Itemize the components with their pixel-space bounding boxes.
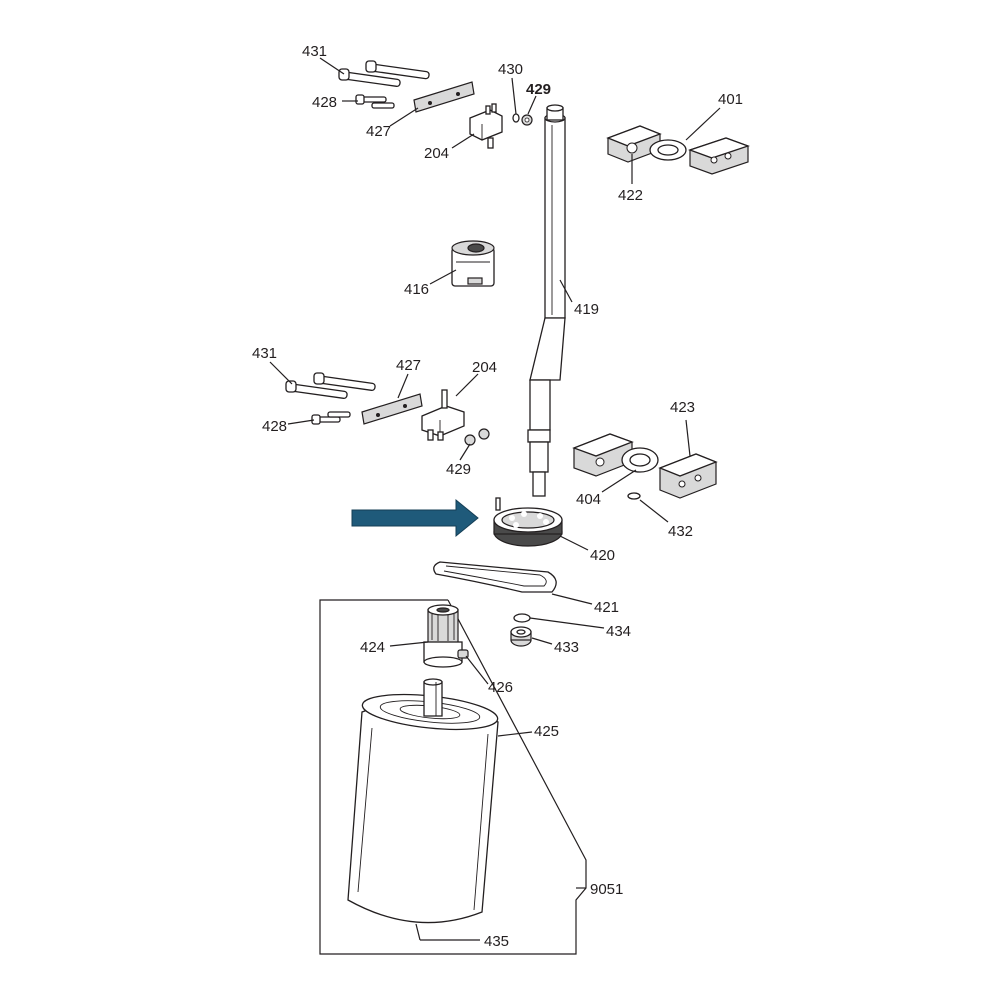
washer-430 (512, 113, 520, 123)
label-423: 423 (670, 399, 695, 416)
nut-433 (510, 626, 532, 647)
plate-427-middle (361, 393, 423, 425)
label-426: 426 (488, 679, 513, 696)
label-429-middle: 429 (446, 461, 471, 478)
bolt-431-top (338, 60, 430, 87)
label-419: 419 (574, 301, 599, 318)
label-204-top: 204 (424, 145, 449, 162)
label-416: 416 (404, 281, 429, 298)
setscrew-426 (457, 649, 469, 659)
motor-425 (347, 678, 499, 924)
clamp-404-423 (572, 433, 718, 499)
bolt-431-middle (285, 372, 376, 399)
pulley-424 (423, 604, 463, 668)
label-430: 430 (498, 61, 523, 78)
shaft-419 (527, 104, 566, 497)
label-432: 432 (668, 523, 693, 540)
clamp-422-401 (606, 125, 750, 175)
label-424: 424 (360, 639, 385, 656)
label-420: 420 (590, 547, 615, 564)
screw-428-middle (311, 411, 351, 425)
label-431-middle: 431 (252, 345, 277, 362)
washer-434 (513, 613, 531, 623)
label-204-middle: 204 (472, 359, 497, 376)
nut-429-middle (464, 428, 490, 446)
part-labels: 431 428 427 430 429 204 401 422 416 419 … (252, 43, 743, 950)
clip-416 (451, 240, 495, 287)
label-404: 404 (576, 491, 601, 508)
leader-lines (269, 57, 721, 941)
label-9051: 9051 (590, 881, 623, 898)
label-428-middle: 428 (262, 418, 287, 435)
ring-432 (627, 492, 641, 500)
switch-204-middle (421, 389, 465, 441)
label-421: 421 (594, 599, 619, 616)
pointer-arrow (351, 498, 479, 538)
label-401: 401 (718, 91, 743, 108)
label-427-middle: 427 (396, 357, 421, 374)
gear-420 (493, 497, 563, 547)
assembly-9051-outline (319, 599, 587, 955)
screw-428-top (355, 94, 395, 109)
label-427-top: 427 (366, 123, 391, 140)
label-428-top: 428 (312, 94, 337, 111)
switch-204-top (469, 103, 503, 149)
label-435: 435 (484, 933, 509, 950)
plate-427-top (413, 81, 475, 113)
label-429-top: 429 (526, 81, 551, 98)
label-422: 422 (618, 187, 643, 204)
label-434: 434 (606, 623, 631, 640)
nut-429-top (521, 114, 533, 126)
label-433: 433 (554, 639, 579, 656)
label-425: 425 (534, 723, 559, 740)
belt-421 (433, 561, 557, 593)
label-431-top: 431 (302, 43, 327, 60)
